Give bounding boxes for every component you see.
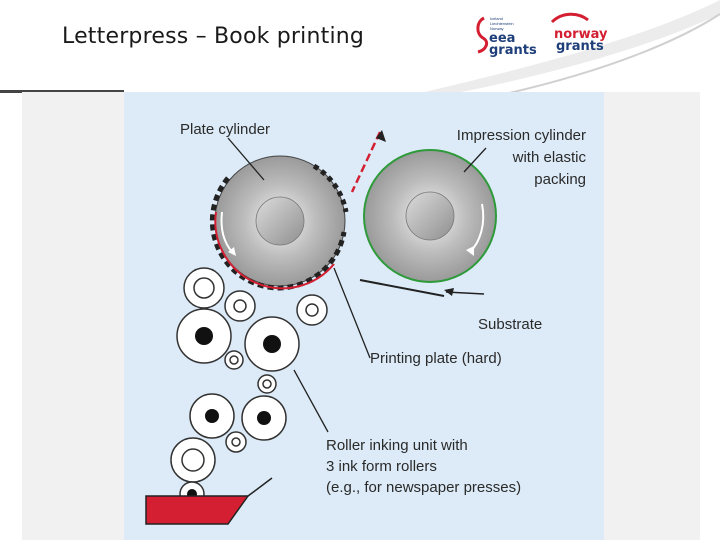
diagram-svg: Plate cylinder Impression cylinder with … — [145, 121, 587, 525]
ink-fountain — [145, 477, 273, 525]
label-roller-unit-line1: Roller inking unit with — [326, 437, 468, 454]
letterpress-diagram: Plate cylinder Impression cylinder with … — [124, 92, 604, 540]
header-rule — [0, 90, 124, 93]
label-plate-cylinder: Plate cylinder — [180, 121, 270, 138]
label-with-elastic: with elastic — [512, 149, 587, 166]
label-packing: packing — [534, 171, 586, 188]
norway-logo-line2: grants — [556, 39, 604, 54]
impression-cylinder — [363, 149, 497, 283]
left-margin-strip — [22, 92, 124, 540]
label-roller-unit-line2: 3 ink form rollers — [326, 458, 437, 475]
svg-text:Norway: Norway — [490, 26, 504, 31]
right-margin-strip — [604, 92, 700, 540]
leader-lines — [227, 137, 487, 433]
roller-inking-unit — [170, 267, 328, 507]
eea-grants-logo: Iceland Liechtenstein Norway eea grants — [474, 12, 537, 58]
slide-title: Letterpress – Book printing — [62, 24, 365, 49]
svg-text:Liechtenstein: Liechtenstein — [490, 21, 514, 26]
plate-cylinder — [209, 155, 349, 291]
norway-logo-line1: norway — [554, 27, 608, 42]
header-swoosh — [390, 0, 720, 100]
label-roller-unit-line3: (e.g., for newspaper presses) — [326, 479, 521, 496]
eea-logo-line2: grants — [489, 43, 537, 58]
label-substrate: Substrate — [478, 316, 542, 333]
eea-logo-line1: eea — [489, 31, 516, 46]
norway-grants-logo: norway grants — [548, 12, 610, 56]
label-impression-cylinder: Impression cylinder — [457, 127, 586, 144]
substrate-sheet — [350, 130, 485, 297]
label-printing-plate: Printing plate (hard) — [370, 350, 502, 367]
svg-text:Iceland: Iceland — [490, 16, 503, 21]
